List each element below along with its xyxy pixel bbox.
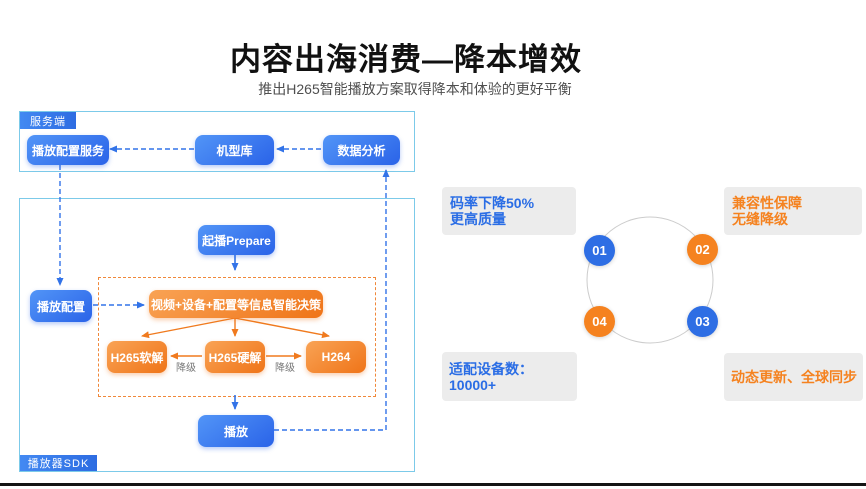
- benefit-card-bitrate-line2: 更高质量: [450, 211, 506, 227]
- page-title: 内容出海消费—降本增效: [230, 42, 582, 77]
- node-h265-hardware-decode: H265硬解: [205, 341, 265, 373]
- arrow-decision-to-h264: [234, 317, 330, 339]
- node-smart-decision: 视频+设备+配置等信息智能决策: [149, 290, 323, 318]
- node-playback-config-service: 播放配置服务: [27, 135, 109, 165]
- benefit-card-updates: 动态更新、全球同步: [724, 353, 863, 401]
- server-panel-tag: 服务端: [20, 112, 76, 129]
- benefits-ring: [586, 216, 714, 344]
- arrow-play-to-analytics: [274, 169, 390, 431]
- node-prepare: 起播Prepare: [198, 225, 275, 255]
- benefit-number-03: 03: [687, 306, 718, 337]
- page-subtitle: 推出H265智能播放方案取得降本和体验的更好平衡: [258, 81, 572, 97]
- arrow-decision-to-h265soft: [141, 317, 236, 339]
- player-sdk-panel-tag: 播放器SDK: [20, 455, 97, 471]
- benefit-card-updates-line1: 动态更新、全球同步: [731, 369, 857, 385]
- node-h265-software-decode: H265软解: [107, 341, 167, 373]
- player-sdk-panel: 播放器SDK 起播Prepare 播放配置 视频+设备+配置等信息智能决策 H2…: [19, 198, 415, 472]
- benefit-card-compatibility-line2: 无缝降级: [732, 211, 788, 227]
- node-data-analytics: 数据分析: [323, 135, 400, 165]
- benefit-card-devices-line1: 适配设备数：10000+: [449, 360, 533, 393]
- decision-zone: [98, 277, 376, 397]
- benefit-number-01: 01: [584, 235, 615, 266]
- footer-divider: [0, 483, 866, 486]
- benefit-number-02: 02: [687, 234, 718, 265]
- benefit-number-04: 04: [584, 306, 615, 337]
- node-playback-config: 播放配置: [30, 290, 92, 322]
- benefit-card-compatibility-line1: 兼容性保障: [732, 195, 802, 211]
- benefit-card-devices: 适配设备数：10000+: [442, 352, 577, 401]
- node-device-model-library: 机型库: [195, 135, 274, 165]
- server-panel: 服务端 播放配置服务 机型库 数据分析: [19, 111, 415, 172]
- downgrade-label-left: 降级: [176, 363, 196, 374]
- downgrade-label-right: 降级: [275, 363, 295, 374]
- benefit-card-bitrate-line1: 码率下降50%: [450, 195, 535, 211]
- node-h264: H264: [306, 341, 366, 373]
- benefit-card-bitrate: 码率下降50% 更高质量: [442, 187, 576, 235]
- node-play: 播放: [198, 415, 274, 447]
- benefit-card-compatibility: 兼容性保障 无缝降级: [724, 187, 862, 235]
